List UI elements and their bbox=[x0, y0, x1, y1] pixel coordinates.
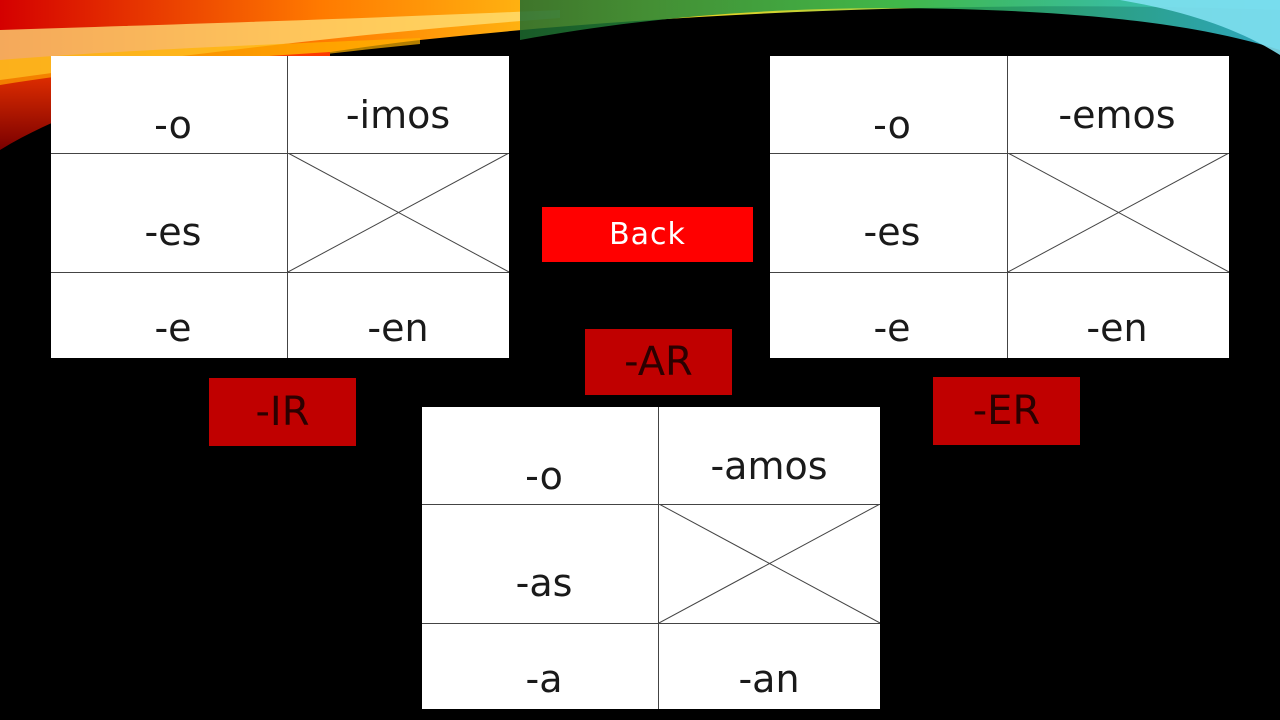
er-tu-ending: -es bbox=[863, 210, 921, 254]
ar-conjugation-table: -o -amos -as -a -an bbox=[422, 407, 880, 709]
ar-label: -AR bbox=[585, 329, 732, 395]
er-ellos-ending: -en bbox=[1086, 306, 1148, 350]
ar-el-ending: -a bbox=[525, 657, 563, 701]
ar-yo-ending: -o bbox=[525, 454, 563, 498]
er-conjugation-table: -o -emos -es -e -en bbox=[770, 56, 1229, 358]
er-nosotros-ending: -emos bbox=[1058, 93, 1176, 137]
er-yo-ending: -o bbox=[873, 103, 911, 147]
back-button[interactable]: Back bbox=[542, 207, 753, 262]
table-divider bbox=[770, 272, 1229, 273]
ar-tu-ending: -as bbox=[515, 561, 573, 605]
table-divider bbox=[51, 272, 509, 273]
empty-cell-cross bbox=[288, 153, 509, 272]
ir-label: -IR bbox=[209, 378, 356, 446]
table-divider bbox=[422, 504, 880, 505]
empty-cell-cross bbox=[1008, 153, 1229, 272]
table-divider bbox=[770, 153, 1229, 154]
table-divider bbox=[51, 153, 509, 154]
ir-el-ending: -e bbox=[154, 306, 192, 350]
ir-yo-ending: -o bbox=[154, 103, 192, 147]
table-divider bbox=[1007, 56, 1008, 358]
ar-ellos-ending: -an bbox=[738, 657, 800, 701]
table-divider bbox=[658, 407, 659, 709]
ir-tu-ending: -es bbox=[144, 210, 202, 254]
table-divider bbox=[287, 56, 288, 358]
ir-nosotros-ending: -imos bbox=[345, 93, 451, 137]
ar-nosotros-ending: -amos bbox=[710, 444, 828, 488]
table-divider bbox=[422, 623, 880, 624]
er-el-ending: -e bbox=[873, 306, 911, 350]
ir-conjugation-table: -o -imos -es -e -en bbox=[51, 56, 509, 358]
empty-cell-cross bbox=[659, 504, 880, 623]
ir-ellos-ending: -en bbox=[367, 306, 429, 350]
er-label: -ER bbox=[933, 377, 1080, 445]
